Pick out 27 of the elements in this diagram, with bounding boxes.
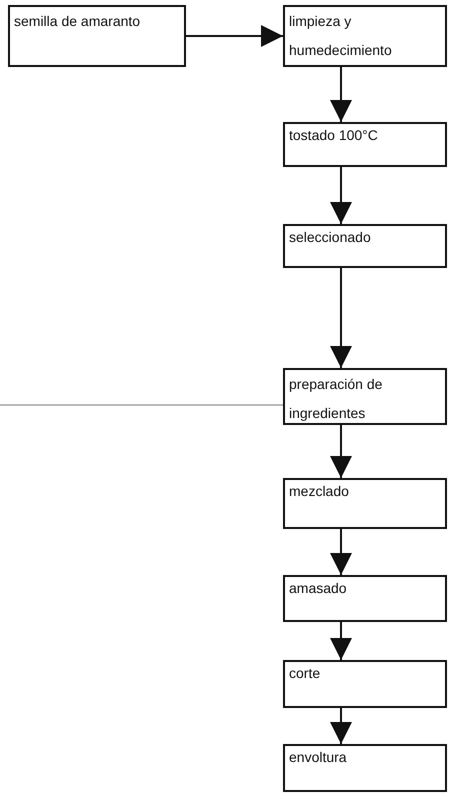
arrow: [330, 167, 352, 224]
process-box: [283, 744, 447, 792]
arrow: [330, 268, 352, 368]
arrow: [330, 425, 352, 478]
step-label: mezclado: [289, 483, 350, 499]
arrow: [330, 708, 352, 744]
process-box: [283, 478, 447, 529]
arrow: [330, 622, 352, 660]
arrow: [186, 25, 283, 47]
step-label: envoltura: [289, 749, 348, 765]
arrow: [330, 67, 352, 122]
process-box: [283, 575, 447, 622]
step-label: preparación de ingredientes: [289, 375, 384, 423]
step-label: seleccionado: [289, 229, 372, 245]
process-box: [283, 660, 447, 708]
step-label: limpieza y humedecimiento: [289, 12, 393, 60]
connector-line: [0, 404, 284, 406]
process-box: [8, 5, 186, 67]
step-label: tostado 100°C: [289, 127, 379, 143]
step-label: semilla de amaranto: [14, 12, 142, 31]
process-box: [283, 224, 447, 268]
arrow: [330, 529, 352, 575]
step-label: corte: [289, 665, 322, 681]
process-box: [283, 5, 447, 67]
process-box: [283, 368, 447, 425]
step-label: amasado: [289, 580, 348, 596]
process-box: [283, 122, 447, 167]
